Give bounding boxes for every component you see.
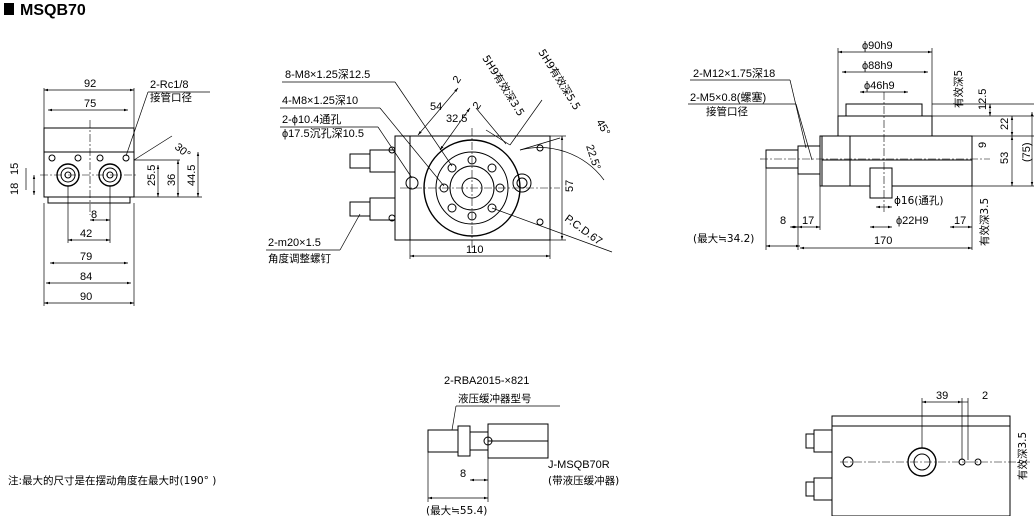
dim-9: 9 [977,142,989,148]
dim-57: 57 [564,180,576,192]
callout-m8-10: 4-M8×1.25深10 [282,94,358,107]
dim-36: 36 [166,174,178,186]
callout-m8-12-5: 8-M8×1.25深12.5 [285,68,370,81]
br-dim-2: 2 [982,390,988,402]
dim-44-5: 44.5 [186,165,198,186]
dim-75: 75 [84,98,96,110]
depth-5: 有效深5 [952,70,965,108]
dim-angle-22-5: 22.5° [583,143,602,171]
angle-screw-desc: 角度调整螺钉 [268,252,331,265]
dim-angle-30: 30° [172,141,192,161]
port-label: 2-Rc1/8 [150,79,189,91]
br-depth-3-5: 有效深3.5 [1016,432,1029,480]
dim-angle-45: 45° [593,118,612,138]
h9-label-b: 5H9有效深5.5 [535,47,583,113]
buffer-max: (最大≒55.4) [426,504,487,516]
h9-label-a: 5H9有效深3.5 [479,53,527,119]
dim-phi90: ϕ90h9 [862,40,893,52]
br-dim-39: 39 [936,390,948,402]
dim-32-5: 32.5 [446,113,467,125]
dim-phi16: ϕ16(通孔) [894,194,943,207]
buffer-dim-8: 8 [460,468,466,480]
note-text: 注:最大的尺寸是在摆动角度在最大时(190° ) [8,474,216,487]
dim-8-side: 8 [780,215,786,227]
callout-phi10-4: 2-ϕ10.4通孔 [282,113,341,126]
callout-phi17-5: ϕ17.5沉孔深10.5 [282,127,364,140]
buffer-part-desc: (带液压缓冲器) [548,474,619,487]
bottom-right-view: 39 2 有效深3.5 [805,390,1030,516]
dim-phi88: ϕ88h9 [862,60,893,72]
dim-92: 92 [84,78,96,90]
dim-12-5: 12.5 [977,89,989,110]
buffer-model: 2-RBA2015-×821 [444,375,529,387]
dim-phi46: ϕ46h9 [864,80,895,92]
front-view: 92 75 2-Rc1/8 接管口径 30° 25.5 36 [9,78,210,306]
top-view: 8-M8×1.25深12.5 4-M8×1.25深10 2-ϕ10.4通孔 ϕ1… [266,47,613,265]
dim-84: 84 [80,271,92,283]
buffer-part: J-MSQB70R [548,459,610,471]
dim-54: 54 [430,101,442,113]
page-title: MSQB70 [20,2,86,19]
callout-m5: 2-M5×0.8(螺塞) [690,90,766,104]
buffer-model-desc: 液压缓冲器型号 [458,392,532,405]
dim-90: 90 [80,291,92,303]
dim-170: 170 [874,235,892,247]
buffer-view: 2-RBA2015-×821 液压缓冲器型号 8 (最大≒55.4) J-MSQ… [426,375,619,516]
port-desc: 接管口径 [150,91,192,104]
dim-15: 15 [9,163,21,175]
dim-2a: 2 [451,74,464,86]
dim-53: 53 [999,152,1011,164]
title-square-icon [4,3,14,15]
callout-m5-desc: 接管口径 [706,105,748,118]
callout-m12: 2-M12×1.75深18 [693,67,775,80]
max-34-2: (最大≒34.2) [693,232,754,245]
dim-2b: 2 [471,100,484,112]
dim-25-5: 25.5 [146,165,158,186]
dim-79: 79 [80,251,92,263]
dim-18: 18 [9,183,21,195]
dim-42: 42 [80,228,92,240]
dim-22: 22 [999,118,1011,130]
pcd-label: P.C.D.67 [562,213,604,248]
title-block: MSQB70 [4,2,86,19]
dim-phi22: ϕ22H9 [896,215,928,227]
dim-75-ref: (75) [1021,142,1033,162]
dim-8: 8 [91,209,97,221]
depth-3-5: 有效深3.5 [978,198,991,246]
angle-screw-label: 2-m20×1.5 [268,237,321,249]
dim-17a: 17 [802,215,814,227]
dim-17b: 17 [954,215,966,227]
dim-110: 110 [466,244,484,256]
side-view: ϕ90h9 ϕ88h9 ϕ46h9 2-M12×1.75深18 2-M5×0.8… [688,40,1034,250]
